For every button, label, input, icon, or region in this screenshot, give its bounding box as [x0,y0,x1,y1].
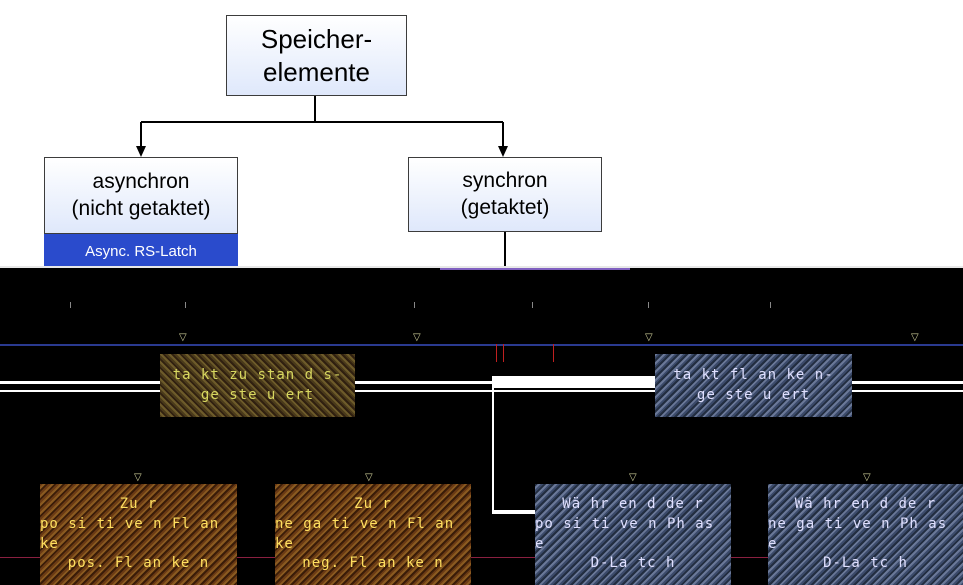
glitch-tick [70,302,71,308]
glitch-line [0,557,963,558]
async-rs-latch-tag: Async. RS-Latch [44,234,238,266]
root-node-line2: elemente [263,56,370,87]
glitch-line [0,390,963,392]
corrupted-box-line1: Zu r [119,496,158,513]
glitch-arrow-icon: ▽ [645,332,653,343]
glitch-line [492,376,657,388]
corrupted-box-bottom-3: Wä hr en d de r po si ti ve n Ph as e D-… [535,484,731,585]
glitch-tick [553,344,554,362]
corrupted-box-bottom-2: Zu r ne ga ti ve n Fl an ke neg. Fl an k… [275,484,471,585]
corrupted-region: ▽ ▽ ▽ ▽ ▽ ▽ ▽ ▽ ta kt zu stan d s- ge st… [0,266,963,585]
root-node-line1: Speicher- [260,24,373,54]
glitch-tick [496,344,497,362]
asynchron-node-line1: asynchron [92,170,190,194]
arrowhead-right [498,146,508,157]
corrupted-box-taktflanke: ta kt fl an ke n- ge ste u ert [655,354,852,417]
corrupted-box-line2: po si ti ve n Fl an ke [40,515,220,552]
corrupted-box-line1: Wä hr en d de r [562,496,704,513]
glitch-line [0,381,963,384]
glitch-tick [648,302,649,308]
synchron-node-line1: synchron [462,169,548,193]
glitch-line [440,268,630,270]
corrupted-box-line3: D-La tc h [823,555,908,572]
corrupted-box-line1: ta kt fl an ke n- [673,366,834,383]
corrupted-box-line3: neg. Fl an ke n [302,555,444,572]
glitch-arrow-icon: ▽ [179,332,187,343]
synchron-node-line2: (getaktet) [460,195,550,219]
glitch-arrow-icon: ▽ [863,472,871,483]
synchron-node: synchron (getaktet) [408,157,602,232]
glitch-tick [503,344,504,362]
glitch-arrow-icon: ▽ [413,332,421,343]
glitch-arrow-icon: ▽ [134,472,142,483]
corrupted-box-line3: D-La tc h [590,555,676,572]
root-node: Speicher- elemente [226,15,407,96]
asynchron-node-line2: (nicht getaktet) [71,196,211,220]
corrupted-box-line1: ta kt zu stan d s- [172,366,343,383]
corrupted-box-bottom-1: Zu r po si ti ve n Fl an ke pos. Fl an k… [40,484,237,585]
asynchron-node: asynchron (nicht getaktet) [44,157,238,234]
glitch-arrow-icon: ▽ [911,332,919,343]
corrupted-box-line3: pos. Fl an ke n [67,555,210,572]
arrowhead-left [136,146,146,157]
glitch-tick [770,302,771,308]
glitch-tick [532,302,533,308]
glitch-arrow-icon: ▽ [365,472,373,483]
corrupted-box-line2: ne ga ti ve n Fl an ke [275,515,455,552]
glitch-tick [414,302,415,308]
corrupted-box-bottom-4: Wä hr en d de r ne ga ti ve n Ph as e D-… [768,484,963,585]
corrupted-box-line2: ne ga ti ve n Ph as e [768,515,948,552]
glitch-tick [492,386,494,514]
corrupted-box-line1: Wä hr en d de r [794,496,937,513]
glitch-tick [185,302,186,308]
glitch-line [0,344,963,346]
glitch-arrow-icon: ▽ [629,472,637,483]
glitch-line [492,510,537,514]
glitch-line [0,266,963,268]
corrupted-box-line2: ge ste u ert [696,386,811,403]
corrupted-box-taktzustand: ta kt zu stan d s- ge ste u ert [160,354,355,417]
corrupted-box-line2: po si ti ve n Ph as e [535,515,715,552]
corrupted-box-line2: ge ste u ert [200,386,315,403]
corrupted-box-line1: Zu r [354,496,392,513]
